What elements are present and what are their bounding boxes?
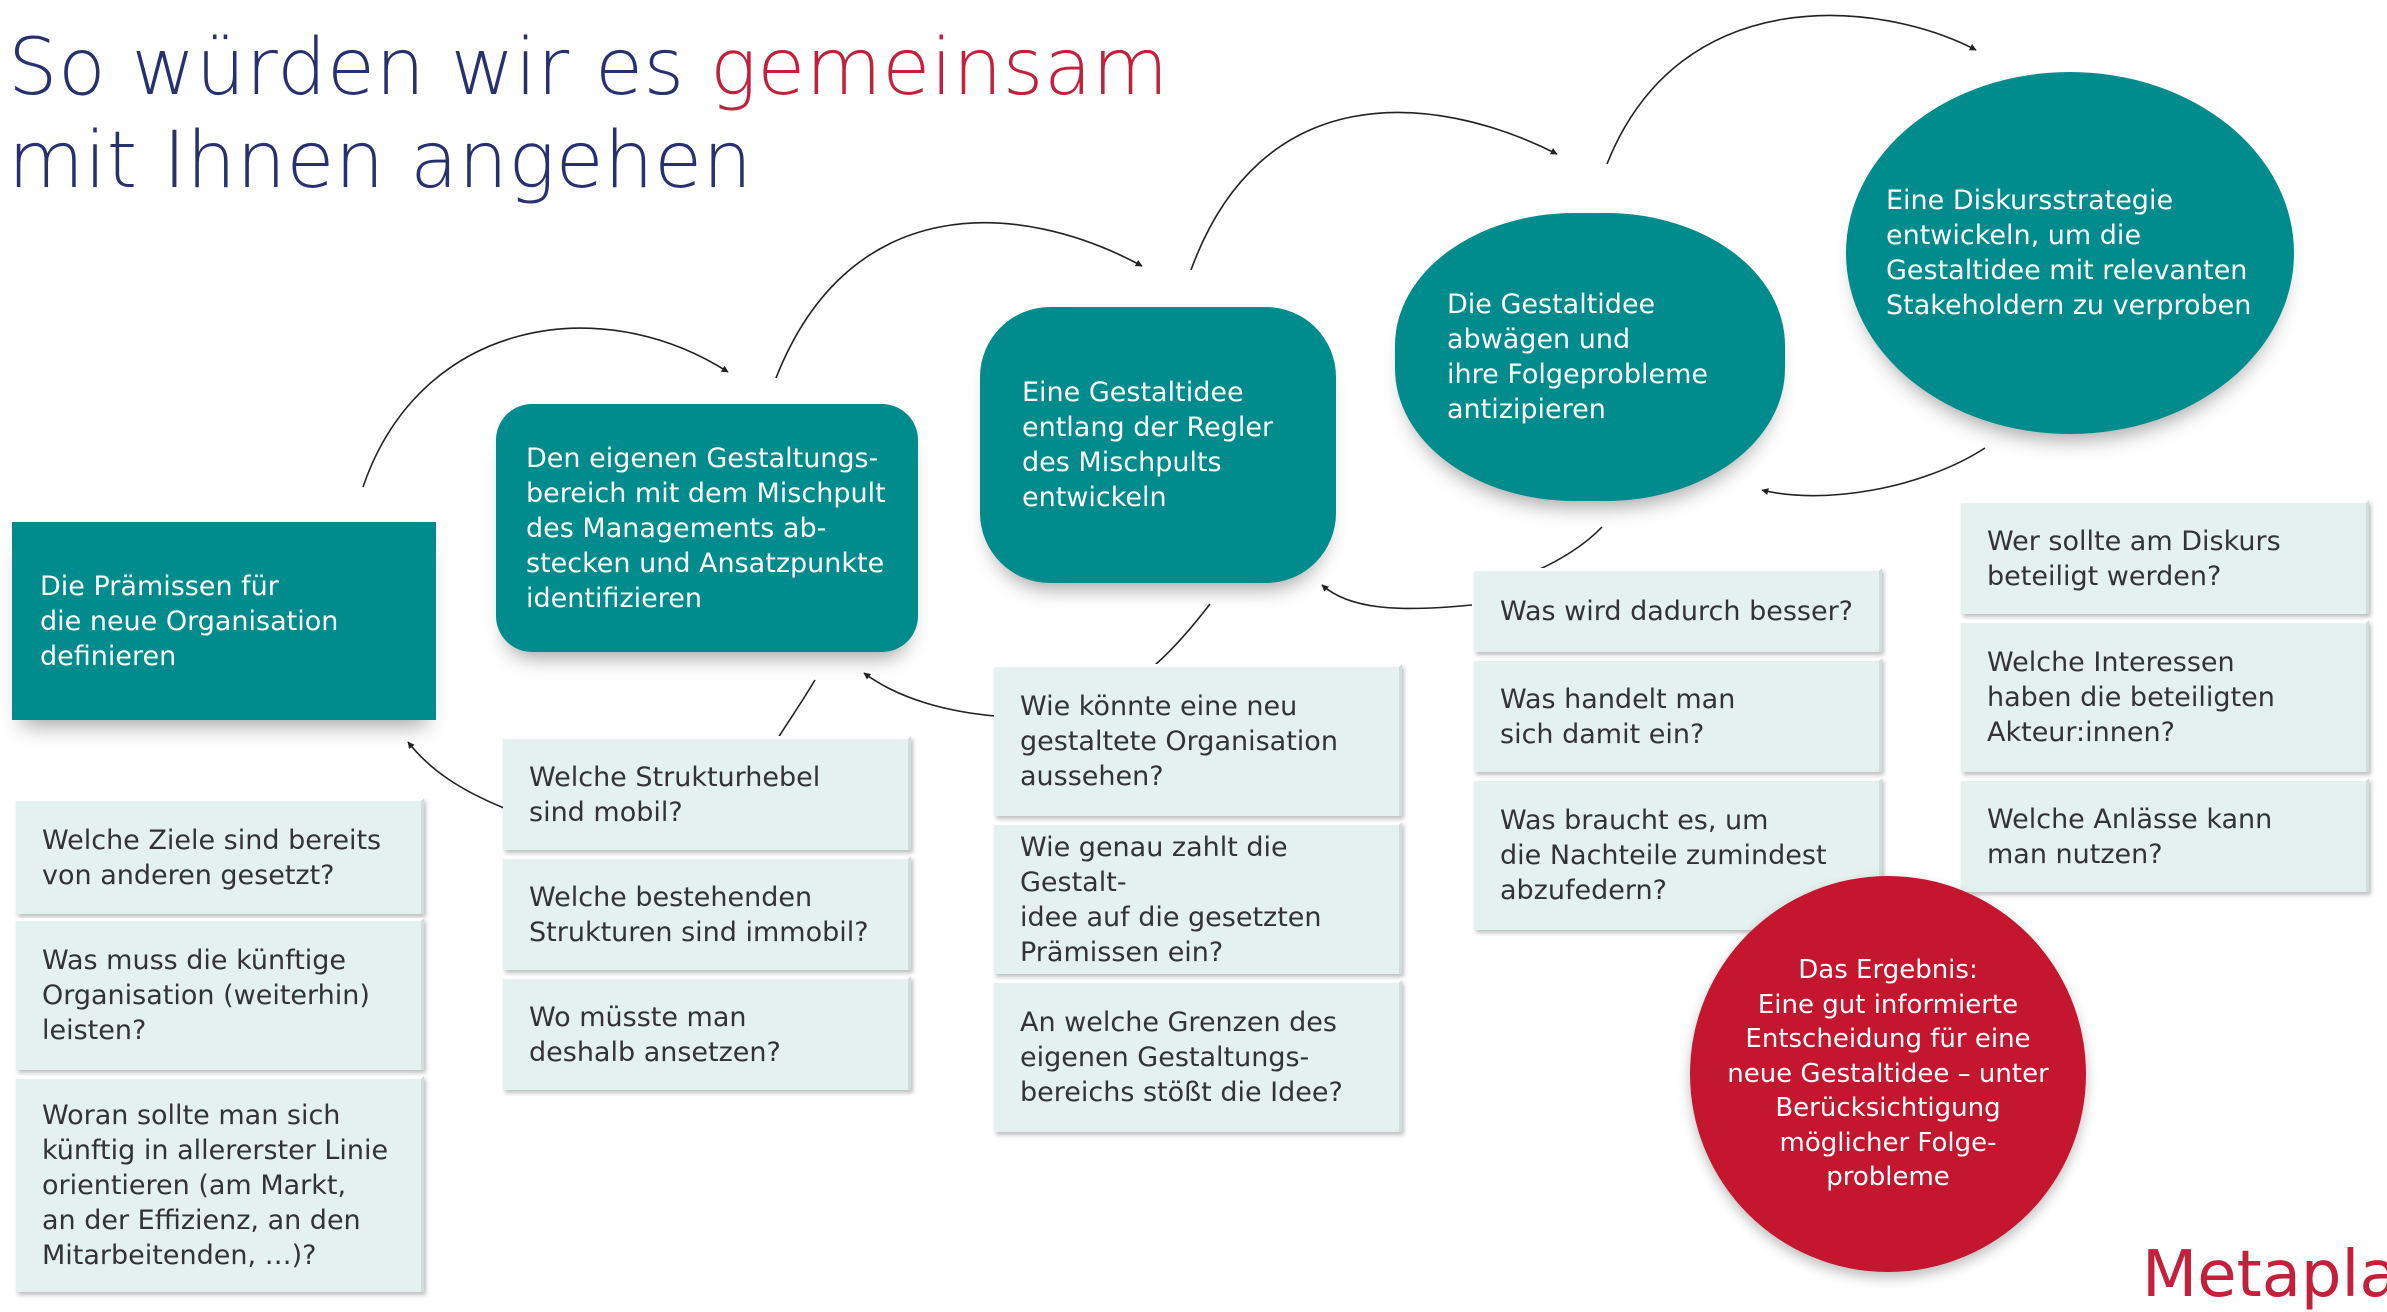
step-3-label: Eine Gestaltidee entlang der Regler des … (1022, 377, 1274, 513)
link-step4-to-questions (1537, 526, 1603, 571)
result-circle: Das Ergebnis: Eine gut informierte Entsc… (1690, 876, 2086, 1272)
question-text: Welche Strukturhebel sind mobil? (529, 761, 821, 828)
question-card: Welche Ziele sind bereits von anderen ge… (16, 798, 424, 914)
question-text: An welche Grenzen des eigenen Gestaltung… (1020, 1007, 1343, 1108)
question-text: Wo müsste man deshalb ansetzen? (529, 1001, 781, 1068)
step-5-label: Eine Diskursstrategie entwickeln, um die… (1886, 185, 2252, 321)
arrow-step1-to-step2 (362, 327, 729, 488)
step-1-box: Die Prämissen für die neue Organisation … (12, 522, 436, 720)
question-text: Welche Ziele sind bereits von anderen ge… (42, 824, 382, 891)
title-line2: mit Ihnen angehen (8, 116, 753, 206)
arrow-step2-to-step3 (775, 221, 1143, 379)
question-card: Wie könnte eine neu gestaltete Organisat… (994, 664, 1402, 816)
title-part1: So würden wir es (8, 23, 710, 113)
question-card: Welche Interessen haben die beteiligten … (1961, 620, 2369, 772)
step-4-label: Die Gestaltidee abwägen und ihre Folgepr… (1447, 289, 1708, 425)
question-card: Was wird dadurch besser? (1474, 568, 1882, 652)
title-accent: gemeinsam (709, 23, 1169, 113)
question-text: Wie genau zahlt die Gestalt- idee auf di… (1020, 831, 1322, 968)
question-card: Wo müsste man deshalb ansetzen? (503, 976, 911, 1090)
link-step2-to-questions (777, 679, 816, 739)
question-text: Was muss die künftige Organisation (weit… (42, 945, 370, 1046)
step-2-label: Den eigenen Gestaltungs- bereich mit dem… (526, 442, 886, 614)
arrow-q3-to-step2 (863, 672, 996, 717)
question-card: Was muss die künftige Organisation (weit… (16, 918, 424, 1070)
question-card: An welche Grenzen des eigenen Gestaltung… (994, 980, 1402, 1132)
result-text: Das Ergebnis: Eine gut informierte Entsc… (1727, 955, 2049, 1193)
step-2-box: Den eigenen Gestaltungs- bereich mit dem… (496, 404, 918, 652)
step-1-label: Die Prämissen für die neue Organisation … (40, 570, 339, 672)
question-card: Wie genau zahlt die Gestalt- idee auf di… (994, 822, 1402, 974)
question-text: Woran sollte man sich künftig in allerer… (42, 1100, 389, 1271)
question-card: Was handelt man sich damit ein? (1474, 658, 1882, 772)
arrow-q5-to-step4 (1761, 447, 1986, 497)
question-card: Welche Anlässe kann man nutzen? (1961, 778, 2369, 892)
question-card: Welche Strukturhebel sind mobil? (503, 736, 911, 850)
question-text: Wer sollte am Diskurs beteiligt werden? (1987, 525, 2281, 592)
question-text: Welche Interessen haben die beteiligten … (1987, 647, 2275, 748)
question-text: Was braucht es, um die Nachteile zuminde… (1500, 805, 1827, 906)
question-text: Wie könnte eine neu gestaltete Organisat… (1020, 691, 1338, 792)
step-4-box: Die Gestaltidee abwägen und ihre Folgepr… (1395, 213, 1785, 501)
question-card: Welche bestehenden Strukturen sind immob… (503, 856, 911, 970)
question-text: Welche bestehenden Strukturen sind immob… (529, 881, 869, 948)
question-text: Was handelt man sich damit ein? (1500, 683, 1736, 750)
arrow-q2-to-step1 (407, 741, 505, 809)
question-card: Wer sollte am Diskurs beteiligt werden? (1961, 500, 2369, 614)
question-text: Welche Anlässe kann man nutzen? (1987, 803, 2273, 870)
step-3-box: Eine Gestaltidee entlang der Regler des … (980, 307, 1336, 583)
metaplan-logo: Metaplan (2142, 1238, 2387, 1312)
step-5-box: Eine Diskursstrategie entwickeln, um die… (1846, 72, 2294, 434)
arrow-q4-to-step3 (1321, 584, 1473, 610)
question-text: Was wird dadurch besser? (1500, 596, 1854, 627)
arrow-step3-to-step4 (1190, 111, 1558, 271)
question-card: Woran sollte man sich künftig in allerer… (16, 1076, 424, 1292)
link-step3-to-questions (1154, 603, 1211, 666)
arrow-step4-to-step5 (1606, 14, 1977, 165)
